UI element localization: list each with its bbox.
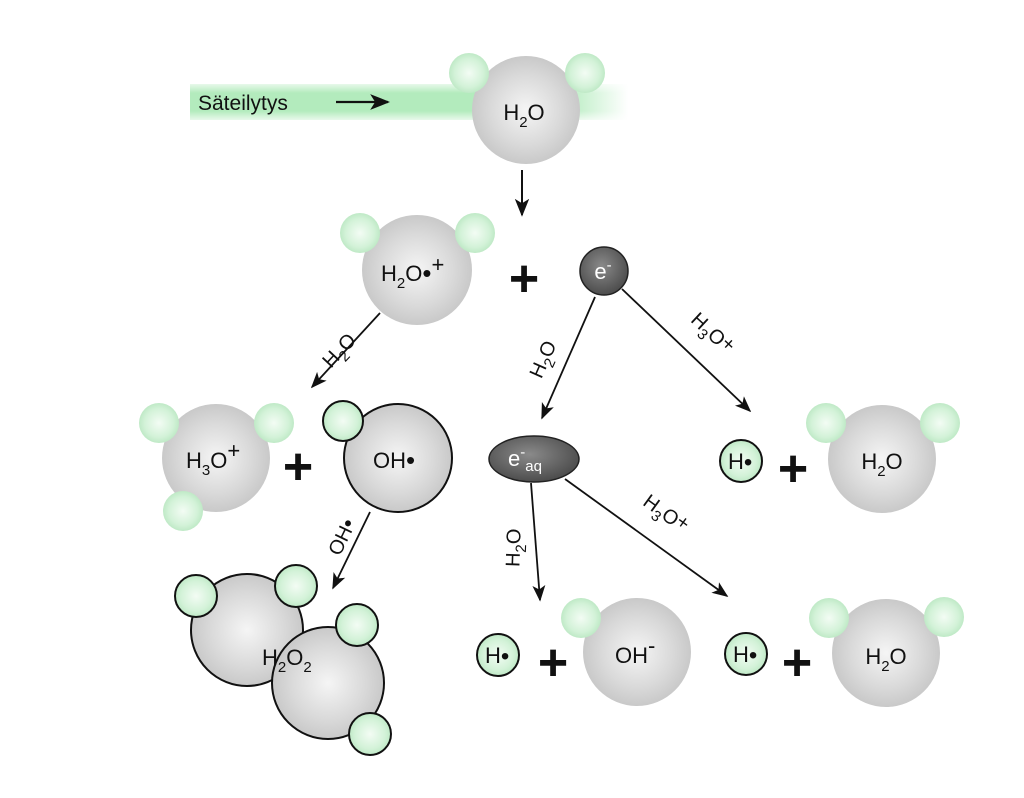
- hydrogen-radical-sphere: [724, 632, 768, 676]
- hydrogen-peroxide-molecule: H2O2: [174, 564, 392, 756]
- arrow-label-h2o: H2O: [502, 528, 530, 567]
- plus-sign: +: [509, 250, 539, 308]
- hydrogen-atom: [924, 597, 964, 637]
- oxygen-atom: [583, 598, 691, 706]
- electron: e-: [579, 246, 629, 296]
- hydrogen-radical-sphere: [719, 439, 763, 483]
- hydrogen-atom: [254, 403, 294, 443]
- hydrogen-atom: [449, 53, 489, 93]
- hydrated-electron: e-aq: [488, 435, 580, 483]
- water-molecule-right: H2O: [806, 403, 960, 513]
- hydrogen-radical-formula: H•: [728, 449, 752, 476]
- hydrated-electron-shape: [488, 435, 580, 483]
- oxygen-atom: [190, 573, 304, 687]
- hydrogen-atom: [561, 598, 601, 638]
- water-right-formula: H2O: [861, 449, 902, 480]
- water-molecule-top: H2O: [449, 53, 605, 164]
- hydrogen-atom: [335, 603, 379, 647]
- hydrogen-radical-sphere: [476, 633, 520, 677]
- electron-formula: e-: [594, 257, 611, 284]
- arrow-hydrated-hydronium: [564, 478, 729, 597]
- hydrogen-atom: [163, 491, 203, 531]
- hydrogen-radical-formula: H•: [733, 642, 757, 669]
- hydrogen-radical: H•: [476, 633, 520, 677]
- hydrogen-atom: [340, 213, 380, 253]
- hydrogen-atom: [174, 574, 218, 618]
- hydroxyl-radical-molecule: OH•: [322, 400, 453, 513]
- hydronium-molecule: H3O+: [139, 403, 294, 531]
- water-bottom-right-formula: H2O: [865, 644, 906, 675]
- oxygen-atom: [362, 215, 472, 325]
- plus-sign: +: [778, 440, 808, 498]
- radiation-label: Säteilytys: [198, 92, 288, 115]
- arrow-electron-hydration: [541, 296, 596, 420]
- arrow-hydroxyl-combination: [332, 511, 371, 590]
- water-top-formula: H2O: [503, 100, 544, 131]
- hydrogen-atom: [274, 564, 318, 608]
- hydrogen-radical-formula: H•: [485, 643, 509, 670]
- hydrated-electron-formula: e-aq: [508, 444, 542, 475]
- hydronium-formula: H3O+: [186, 438, 240, 479]
- arrow-cation-reaction: [310, 312, 381, 389]
- hydrogen-atom: [809, 598, 849, 638]
- hydrogen-atom: [455, 213, 495, 253]
- hydrogen-atom: [920, 403, 960, 443]
- plus-sign: +: [538, 634, 568, 692]
- plus-sign: +: [782, 634, 812, 692]
- electron-sphere: [579, 246, 629, 296]
- water-molecule-bottom-right: H2O: [809, 597, 964, 707]
- water-cation-formula: H2O•+: [381, 252, 444, 292]
- water-cation-molecule: H2O•+: [340, 213, 495, 325]
- hydrogen-atom: [565, 53, 605, 93]
- plus-sign: +: [283, 438, 313, 496]
- hydrogen-radical: H•: [724, 632, 768, 676]
- oxygen-atom: [828, 405, 936, 513]
- oxygen-atom: [343, 403, 453, 513]
- arrow-electron-hydronium: [621, 288, 752, 413]
- oxygen-atom: [162, 404, 270, 512]
- arrow-hydrated-water: [530, 482, 546, 602]
- hydrogen-atom: [348, 712, 392, 756]
- hydrogen-radical: H•: [719, 439, 763, 483]
- hydrogen-atom: [139, 403, 179, 443]
- hydroxyl-formula: OH•: [373, 445, 415, 475]
- oxygen-atom: [271, 626, 385, 740]
- arrow-label-h3o: H3O+: [636, 488, 694, 542]
- arrow-label-oh: OH•: [322, 514, 361, 559]
- peroxide-formula: H2O2: [262, 645, 312, 676]
- oxygen-atom: [472, 56, 580, 164]
- hydroxide-formula: OH-: [615, 633, 655, 668]
- oxygen-atom: [832, 599, 940, 707]
- hydroxide-molecule: OH-: [561, 598, 691, 706]
- hydrogen-atom: [806, 403, 846, 443]
- hydrogen-atom: [322, 400, 364, 442]
